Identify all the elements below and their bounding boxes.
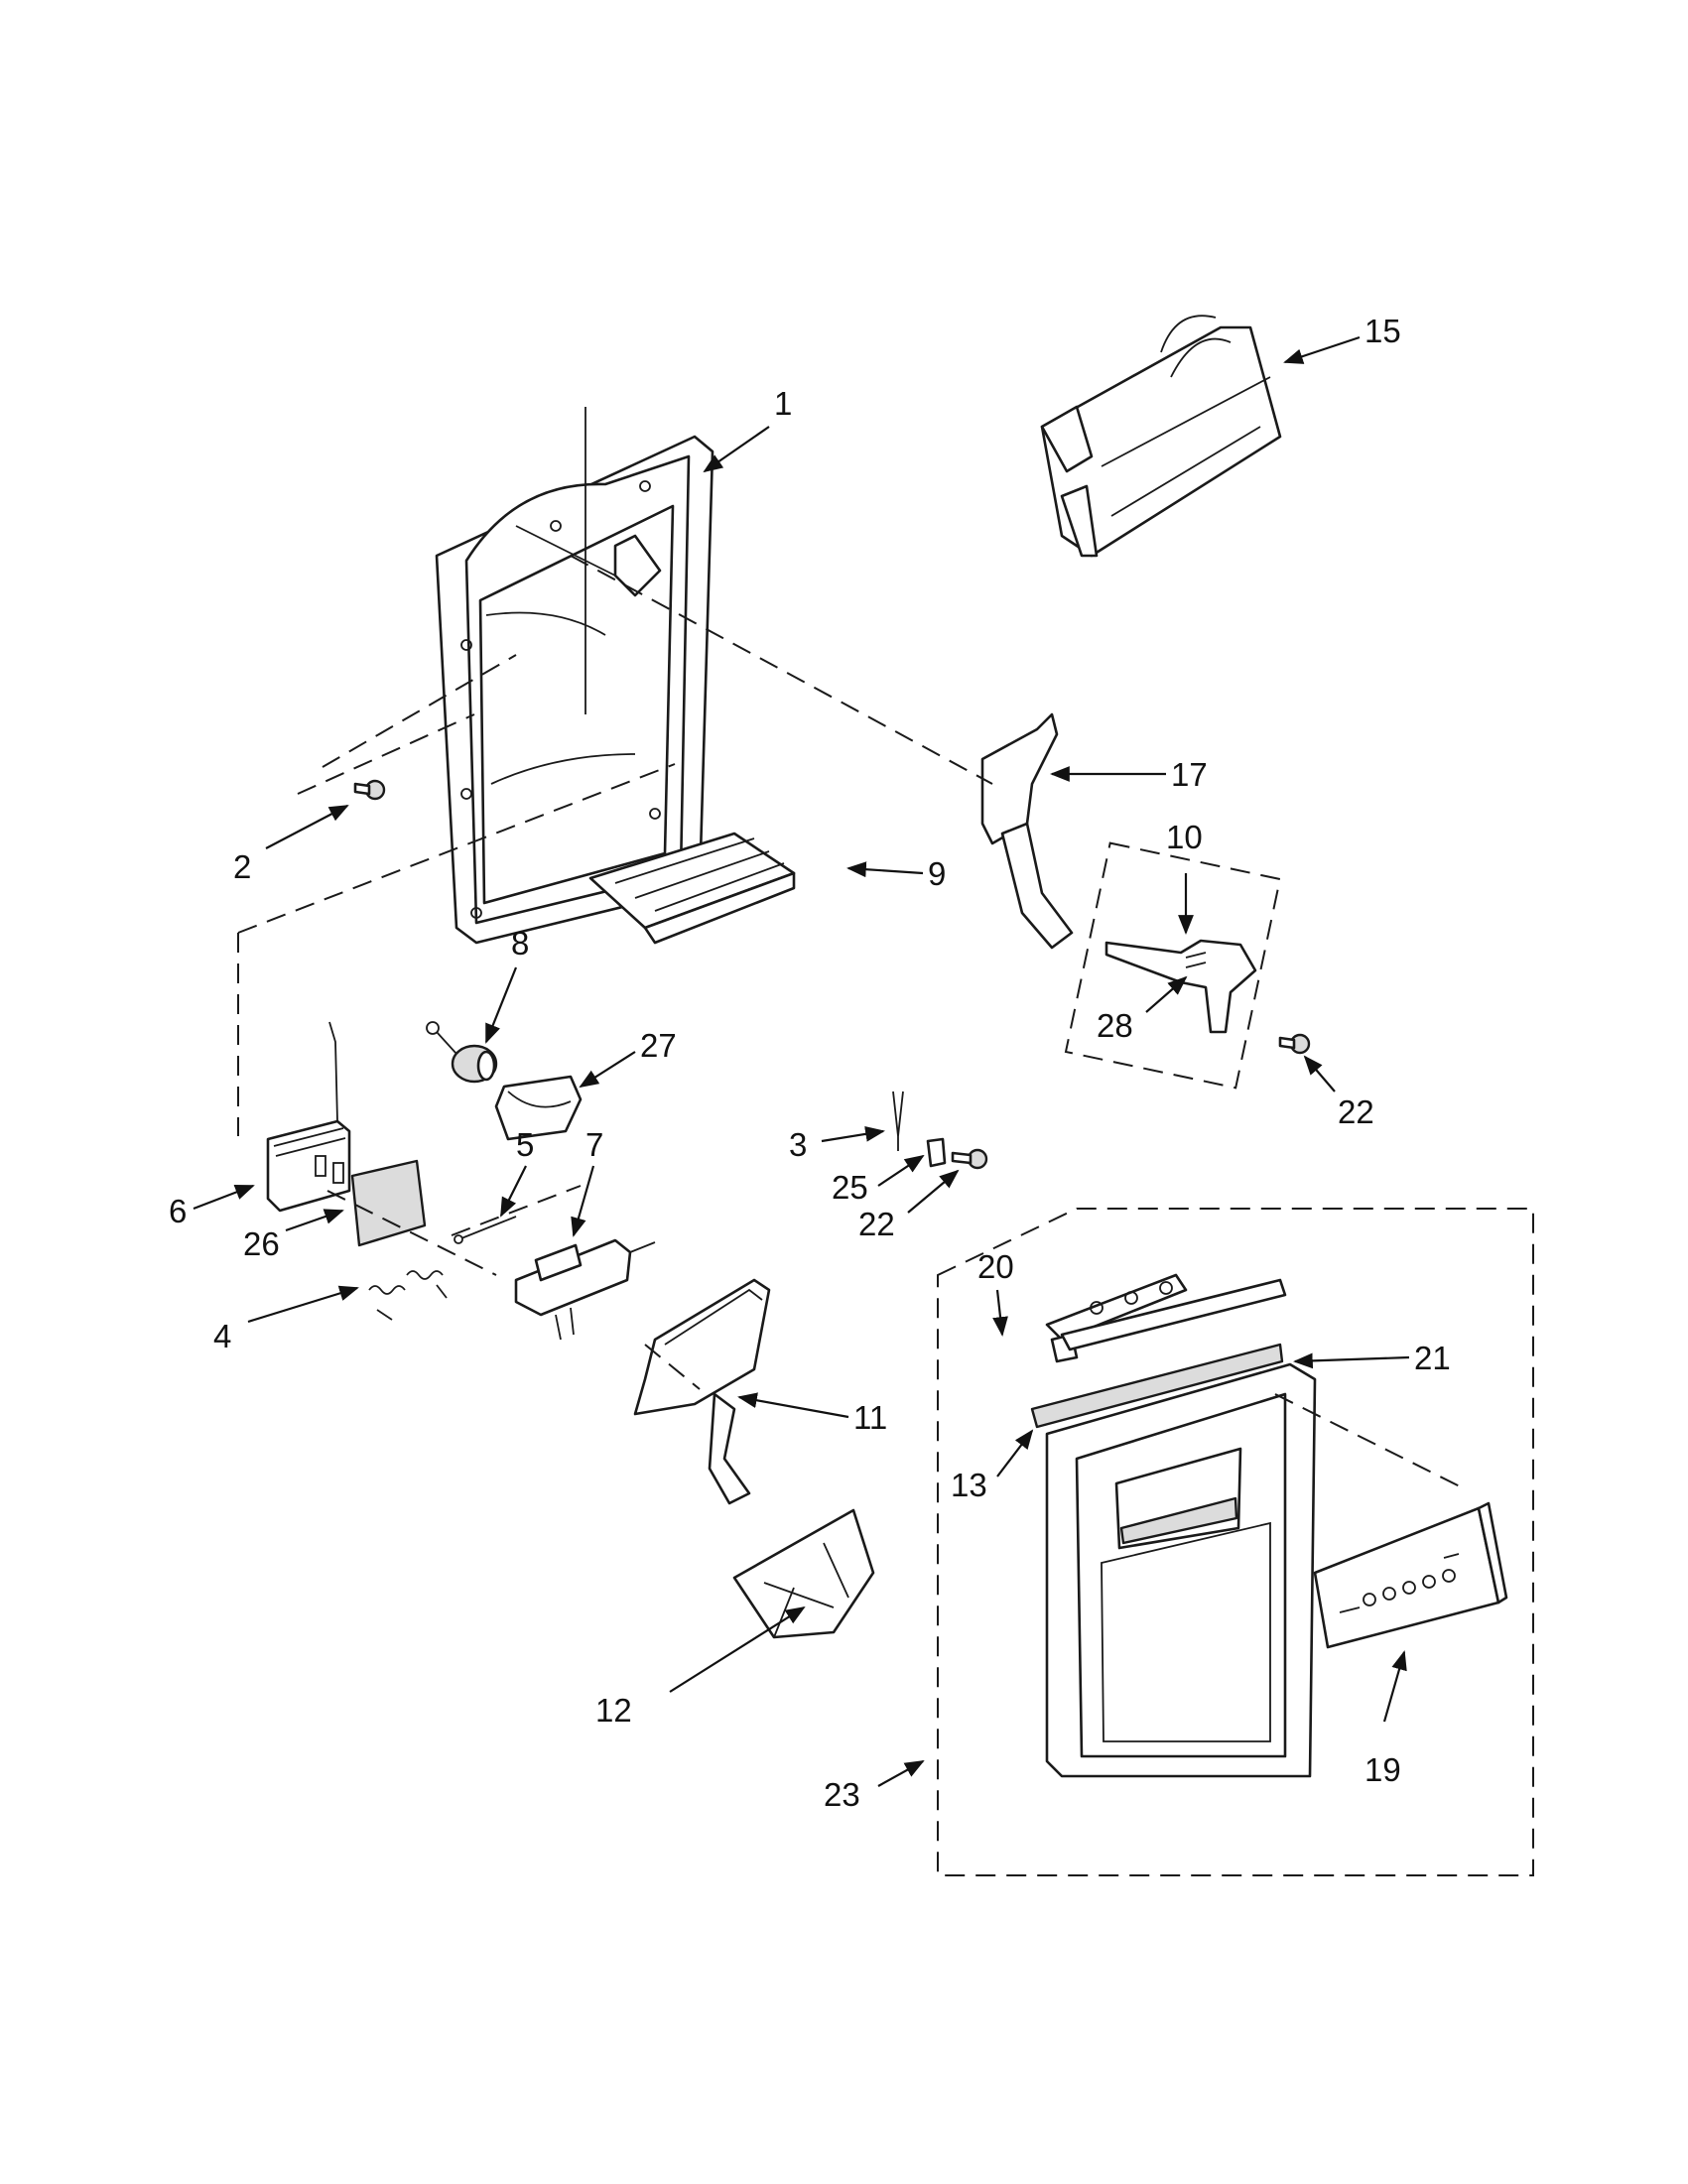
part-23-assembly-outline — [937, 1208, 1534, 1876]
part-7-lever — [514, 1238, 656, 1341]
part-19-control-panel — [1313, 1501, 1508, 1649]
callout-26: 26 — [243, 1225, 280, 1262]
part-8-solenoid — [426, 1021, 498, 1084]
part-15-control-box — [1040, 315, 1282, 558]
callout-3: 3 — [789, 1126, 807, 1163]
callout-27: 27 — [640, 1027, 677, 1064]
callout-23: 23 — [824, 1776, 860, 1813]
part-3-spring-clip — [892, 1091, 904, 1151]
part-17-bracket — [980, 712, 1074, 950]
callout-22-upper: 22 — [1338, 1093, 1374, 1130]
part-13-strip — [1030, 1343, 1284, 1429]
callout-10: 10 — [1166, 819, 1203, 855]
callout-8: 8 — [511, 925, 529, 962]
part-25-clip — [926, 1137, 947, 1168]
callout-17: 17 — [1171, 756, 1208, 793]
part-9-drip-tray — [588, 832, 796, 945]
callout-12: 12 — [595, 1692, 632, 1729]
part-21-front-bezel — [1045, 1362, 1317, 1778]
callout-6: 6 — [169, 1193, 187, 1229]
part-27-cover — [494, 1075, 583, 1141]
part-11-ice-chute-door — [633, 1278, 771, 1505]
part-10-lever-assembly — [1064, 841, 1282, 1090]
callout-5: 5 — [516, 1126, 534, 1163]
callout-2: 2 — [233, 848, 251, 885]
callout-19: 19 — [1364, 1751, 1401, 1788]
callout-22-lower: 22 — [858, 1206, 895, 1242]
callout-28: 28 — [1097, 1007, 1133, 1044]
part-20-switch-board — [1045, 1273, 1287, 1363]
part-2-screw — [353, 779, 386, 801]
part-26-pad — [332, 1159, 427, 1247]
callout-15: 15 — [1364, 313, 1401, 349]
callout-20: 20 — [977, 1248, 1014, 1285]
callout-21: 21 — [1414, 1340, 1451, 1376]
callout-9: 9 — [928, 855, 946, 892]
part-22-screw-upper — [1278, 1033, 1311, 1055]
callout-1: 1 — [774, 385, 792, 422]
part-1-dispenser-housing — [435, 407, 714, 945]
callout-7: 7 — [585, 1126, 603, 1163]
part-4-springs — [368, 1270, 448, 1321]
part-5-pin — [454, 1216, 517, 1244]
callout-25: 25 — [832, 1169, 868, 1206]
part-6-actuator-block — [266, 1021, 351, 1213]
callout-labels: 1 2 3 4 5 6 7 8 9 10 11 12 13 15 17 19 2… — [169, 313, 1451, 1813]
leader-arrows — [193, 335, 1410, 1787]
callout-13: 13 — [951, 1467, 987, 1503]
part-12-cup — [732, 1508, 875, 1639]
callout-11: 11 — [853, 1399, 887, 1436]
part-22-screw-lower — [951, 1148, 988, 1170]
callout-4: 4 — [213, 1318, 231, 1354]
